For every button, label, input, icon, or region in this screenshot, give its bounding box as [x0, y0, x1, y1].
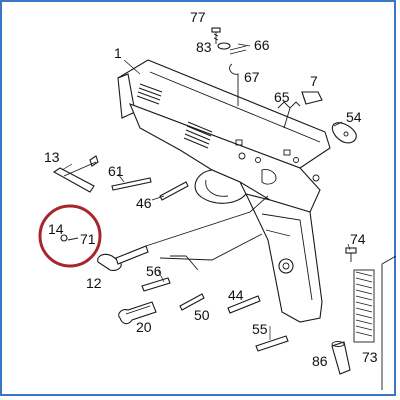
spring-wire-part-67 [229, 63, 239, 106]
plunger-part-86 [331, 341, 351, 375]
slide-stop-part-20 [118, 301, 157, 325]
callout-46: 46 [136, 195, 152, 211]
screw-part-77 [211, 27, 221, 44]
highlight-circle [38, 204, 102, 268]
linkage-rods [151, 195, 269, 271]
pin-part-14 [60, 234, 68, 242]
callout-14: 14 [48, 221, 64, 237]
callout-labels: 77 83 66 1 67 7 65 54 13 61 46 14 71 12 … [44, 9, 378, 369]
pin-part-61 [111, 177, 152, 191]
block-part-7 [301, 91, 323, 105]
callout-55: 55 [252, 321, 268, 337]
callout-54: 54 [346, 109, 362, 125]
screw-part-74 [345, 247, 357, 262]
callout-12: 12 [86, 275, 102, 291]
callout-7: 7 [310, 73, 318, 89]
callout-86: 86 [312, 353, 328, 369]
pin-part-55 [255, 335, 289, 352]
magazine-edge-fragment [381, 255, 397, 390]
spring-part-65 [277, 101, 301, 129]
button-part-54 [331, 122, 357, 144]
leader-lines [61, 43, 351, 340]
takedown-lever-part-12 [97, 243, 153, 271]
pin-part-46 [159, 181, 189, 201]
callout-61: 61 [108, 163, 124, 179]
washer-part-83 [217, 42, 231, 50]
callout-83: 83 [196, 39, 212, 55]
callout-1: 1 [114, 45, 122, 61]
pin-part-71 [67, 237, 79, 241]
callout-44: 44 [228, 287, 244, 303]
callout-65: 65 [274, 89, 290, 105]
pin-part-44 [227, 295, 261, 314]
callout-67: 67 [244, 69, 260, 85]
callout-77: 77 [190, 9, 206, 25]
callout-74: 74 [350, 231, 366, 247]
pin-part-50 [179, 293, 205, 311]
lever-part-13 [52, 155, 99, 193]
callout-71: 71 [80, 231, 96, 247]
callout-56: 56 [146, 263, 162, 279]
spring-part-73 [353, 269, 375, 343]
callout-20: 20 [136, 319, 152, 335]
frame-body-part [117, 59, 331, 323]
callout-13: 13 [44, 149, 60, 165]
callout-66: 66 [254, 37, 270, 53]
pin-part-66 [229, 45, 247, 55]
callout-50: 50 [194, 307, 210, 323]
pin-part-56 [141, 277, 171, 292]
callout-73: 73 [362, 349, 378, 365]
